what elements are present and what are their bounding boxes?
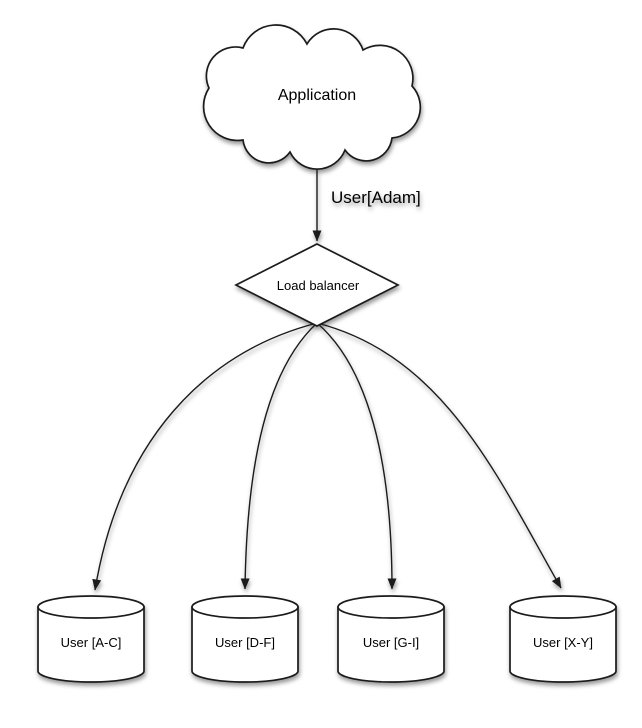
edge-loadbalancer-to-shard-xy: [316, 322, 562, 589]
database-cylinder-icon: [37, 606, 145, 683]
load-balancer-label: Load balancer: [277, 278, 360, 293]
edge-loadbalancer-to-shard-ac: [92, 322, 318, 591]
shard-label-xy: User [X-Y]: [533, 635, 593, 650]
cloud-icon: [202, 24, 422, 170]
cylinder-top-icon: [337, 595, 445, 619]
cylinder-top-icon: [191, 595, 299, 619]
edges: [92, 153, 562, 591]
database-cylinder-icon: [191, 606, 299, 683]
shard-node-ac: User [A-C]: [37, 595, 145, 683]
shard-node-xy: User [X-Y]: [509, 595, 617, 683]
shard-node-gi: User [G-I]: [337, 595, 445, 683]
database-cylinder-icon: [509, 606, 617, 683]
cylinder-top-icon: [37, 595, 145, 619]
application-label: Application: [278, 87, 356, 104]
edge-label-user-adam: User[Adam]: [331, 188, 421, 207]
shard-node-df: User [D-F]: [191, 595, 299, 683]
shard-label-gi: User [G-I]: [363, 635, 419, 650]
load-balancer-node: Load balancer: [234, 243, 400, 327]
shard-label-df: User [D-F]: [215, 635, 275, 650]
cylinder-top-icon: [509, 595, 617, 619]
edge-loadbalancer-to-shard-df: [240, 322, 318, 590]
application-cloud-node: Application: [202, 24, 422, 170]
edge-loadbalancer-to-shard-gi: [316, 322, 397, 590]
database-cylinder-icon: [337, 606, 445, 683]
diamond-icon: [234, 243, 400, 327]
shard-label-ac: User [A-C]: [61, 635, 122, 650]
